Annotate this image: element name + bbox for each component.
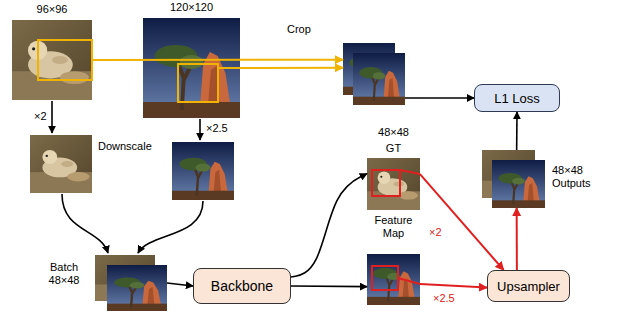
illustration-part	[372, 266, 398, 290]
illustration-part	[107, 265, 167, 311]
illustration-part	[492, 160, 545, 208]
box-label: Backbone	[211, 280, 273, 293]
illustration-part	[353, 53, 405, 105]
scale-factor: ×2	[428, 226, 443, 239]
illustration-part	[12, 20, 92, 100]
connector-arrow	[516, 112, 518, 150]
illustration-part	[398, 278, 420, 284]
connector-arrow	[291, 174, 367, 277]
illustration-part	[30, 135, 92, 193]
step-label: Downscale	[98, 140, 152, 153]
image-caption: GT	[357, 142, 430, 155]
image-caption: 120×120	[143, 1, 240, 14]
crop-stack: Crop	[343, 43, 405, 105]
illustration-part	[218, 67, 240, 69]
connector-arrow	[516, 208, 518, 270]
illustration-part	[172, 142, 234, 200]
input-image: 96×96	[12, 20, 92, 100]
connector-arrow	[92, 59, 343, 61]
illustration-part	[367, 158, 420, 210]
image-caption: Feature Map	[369, 214, 419, 240]
illustration-part	[199, 119, 201, 140]
box-label: L1 Loss	[494, 92, 540, 105]
illustration-part	[400, 170, 420, 174]
illustration-part	[62, 194, 108, 253]
illustration-part	[38, 40, 92, 80]
scale-factor: ×2.5	[432, 292, 456, 305]
image-caption: 48×48	[357, 126, 430, 139]
connector-arrow	[420, 284, 487, 288]
input-image: 120×120	[143, 18, 240, 118]
feature-map-image: Feature Map	[367, 254, 420, 305]
illustration-part	[138, 201, 203, 253]
image-caption: 96×96	[12, 3, 92, 16]
image-caption: 48×48 Outputs	[552, 164, 602, 190]
connector-arrow	[167, 283, 193, 286]
gt-image: 48×48GT	[367, 158, 420, 210]
connector-arrow	[240, 67, 343, 69]
outputs-stack: 48×48 Outputs	[482, 150, 545, 208]
batch-stack: Batch 48×48	[95, 255, 167, 311]
illustration-part	[178, 64, 218, 102]
illustration-part	[51, 101, 53, 133]
scale-factor: ×2.5	[206, 122, 228, 135]
box-label: Upsampler	[497, 280, 560, 293]
illustration-part	[143, 18, 240, 118]
illustration-part	[367, 254, 420, 305]
upsampler-box: Upsampler	[487, 270, 570, 302]
connector-arrow	[291, 285, 367, 287]
image-caption: Crop	[287, 23, 337, 36]
image-caption: Batch 48×48	[41, 261, 87, 287]
scale-factor: ×2	[34, 110, 47, 123]
connector-arrow	[405, 97, 474, 99]
connector-arrow	[420, 174, 504, 270]
backbone-box: Backbone	[193, 268, 291, 304]
illustration-part	[372, 170, 400, 196]
loss-box: L1 Loss	[474, 84, 560, 112]
